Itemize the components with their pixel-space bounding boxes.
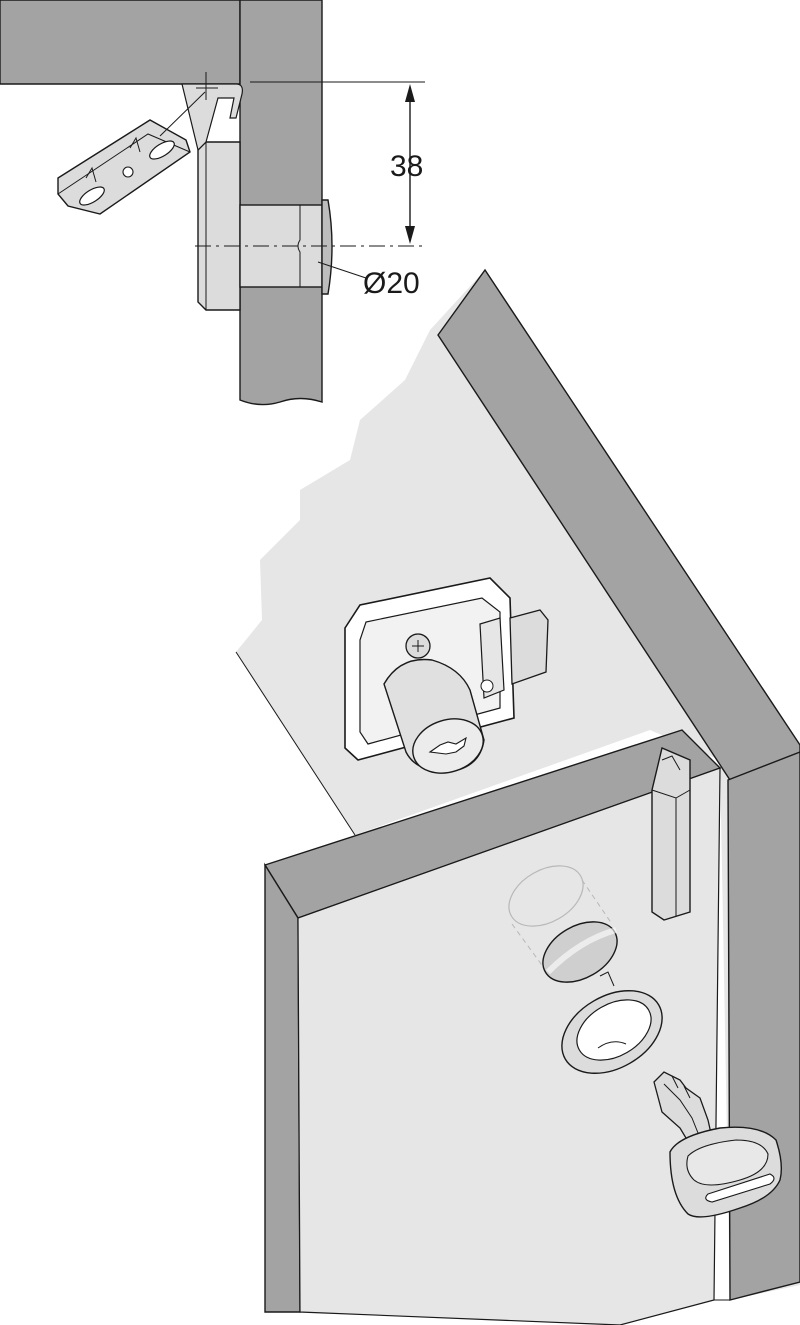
- door-panel-face: [297, 767, 721, 1325]
- strike-plate: [57, 91, 206, 215]
- lock-body: [344, 577, 549, 774]
- keyhole-icon: [428, 736, 467, 755]
- door-panel-edge-left: [264, 862, 301, 1313]
- section-view: 38 Ø20: [0, 0, 425, 406]
- section-strike-hook: [181, 83, 243, 152]
- key-icon: [653, 1071, 783, 1218]
- dimension-height-label: 38: [390, 150, 423, 183]
- cabinet-side-panel-front: [727, 751, 800, 1301]
- dimension-diameter-label: Ø20: [363, 267, 420, 300]
- isometric-view: [235, 268, 800, 1325]
- section-lock-body: [197, 141, 241, 311]
- drill-hole-outline: [508, 865, 584, 927]
- section-rosette: [321, 199, 333, 295]
- cabinet-side-panel-edge: [437, 268, 800, 781]
- section-door-panel: [239, 0, 323, 406]
- section-top-panel: [0, 0, 241, 85]
- cabinet-side-panel-face: [236, 270, 800, 1300]
- strike-bar: [651, 747, 691, 921]
- section-cylinder: [239, 204, 323, 288]
- rosette-ring: [561, 971, 663, 1074]
